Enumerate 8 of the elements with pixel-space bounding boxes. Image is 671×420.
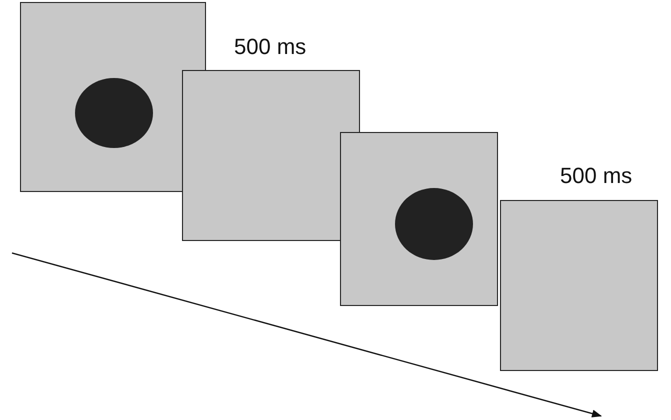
- duration-label: 500 ms: [234, 34, 306, 60]
- duration-label: 500 ms: [560, 163, 632, 189]
- screen-panel: [340, 132, 498, 306]
- screen-panel: [500, 200, 658, 371]
- screen-panel: [20, 2, 206, 192]
- stimulus-dot: [75, 78, 153, 148]
- stimulus-dot: [395, 188, 473, 260]
- screen-panel: [182, 70, 360, 241]
